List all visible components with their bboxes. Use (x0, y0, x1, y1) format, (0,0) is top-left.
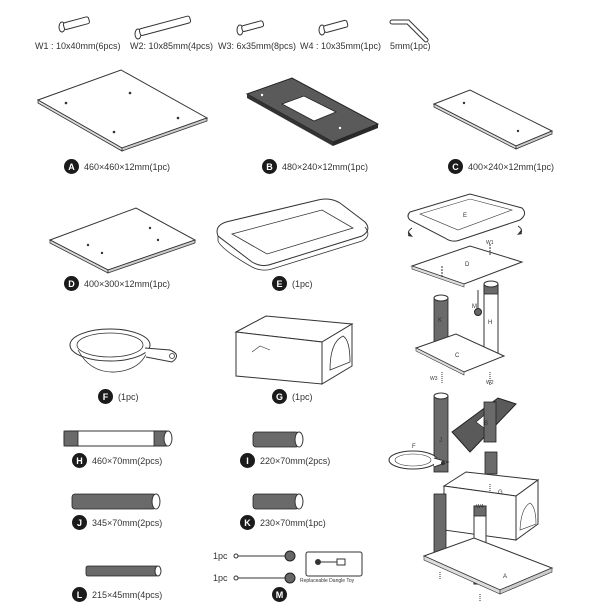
part-c-spec: 400×240×12mm(1pc) (468, 161, 555, 172)
part-g-label: G (1pc) (272, 389, 313, 404)
part-k-badge: K (240, 515, 255, 530)
hardware-wrench-label: 5mm(1pc) (390, 41, 431, 51)
part-d-label: D 400×300×12mm(1pc) (64, 276, 170, 291)
toy-qty-2: 1pc (213, 573, 228, 583)
panel-c-drawing (432, 89, 554, 150)
part-l-label: L 215×45mm(4pcs) (72, 587, 162, 602)
hardware-w1-label: W1 : 10x40mm(6pcs) (35, 41, 121, 51)
hardware-w4-label: W4 : 10x35mm(1pc) (300, 41, 382, 51)
toy-note: Replaceable Dangle Toy (300, 578, 355, 584)
pole-i-drawing (252, 431, 304, 448)
assembly-label-w1: W1 (486, 240, 494, 246)
part-h-label: H 460×70mm(2pcs) (72, 453, 162, 468)
assembly-label-e: E (463, 213, 467, 219)
dangle-toy-m-drawing (233, 550, 363, 584)
bolt-w3-icon (236, 20, 265, 36)
part-h-badge: H (72, 453, 87, 468)
assembly-label-j: J (439, 438, 442, 444)
assembly-label-w4: W4 (476, 504, 484, 510)
part-k-label: K 230×70mm(1pc) (240, 515, 326, 530)
part-i-badge: I (240, 453, 255, 468)
bolt-w1-icon (58, 16, 90, 33)
part-k-spec: 230×70mm(1pc) (260, 517, 326, 528)
part-f-badge: F (98, 389, 113, 404)
allen-wrench-icon (389, 19, 429, 43)
assembly-label-m: M (472, 304, 477, 310)
part-j-spec: 345×70mm(2pcs) (92, 517, 163, 528)
assembly-label-c: C (455, 353, 460, 359)
pole-h-drawing (63, 430, 173, 447)
part-g-spec: (1pc) (292, 391, 313, 402)
part-j-badge: J (72, 515, 87, 530)
part-f-spec: (1pc) (118, 391, 139, 402)
bolt-w4-icon (318, 19, 349, 36)
assembly-diagram (388, 193, 554, 602)
assembly-label-w3: W3 (430, 376, 438, 382)
part-h-spec: 460×70mm(2pcs) (92, 455, 163, 466)
assembly-label-d: D (465, 262, 470, 268)
pole-j-drawing (71, 493, 161, 510)
assembly-label-g: G (498, 490, 503, 496)
bolt-w2-icon (134, 15, 192, 40)
part-d-spec: 400×300×12mm(1pc) (84, 278, 171, 289)
hardware-w3-label: W3: 6x35mm(8pcs) (218, 41, 297, 51)
part-b-spec: 480×240×12mm(1pc) (282, 161, 369, 172)
part-c-badge: C (448, 159, 463, 174)
bed-e-drawing (216, 198, 369, 271)
part-b-label: B 480×240×12mm(1pc) (262, 159, 368, 174)
pole-l-drawing (85, 565, 162, 577)
assembly-label-f: F (412, 444, 416, 450)
part-d-badge: D (64, 276, 79, 291)
condo-g-drawing (234, 315, 354, 385)
part-l-spec: 215×45mm(4pcs) (92, 589, 163, 600)
pole-k-drawing (252, 493, 304, 510)
part-a-badge: A (64, 159, 79, 174)
part-c-label: C 400×240×12mm(1pc) (448, 159, 554, 174)
panel-b-drawing (245, 77, 380, 146)
part-a-label: A 460×460×12mm(1pc) (64, 159, 170, 174)
part-i-spec: 220×70mm(2pcs) (260, 455, 331, 466)
assembly-label-a: A (503, 574, 507, 580)
panel-d-drawing (48, 207, 197, 274)
toy-qty-1: 1pc (213, 551, 228, 561)
panel-a-drawing (36, 69, 209, 152)
basket-f-drawing (69, 328, 177, 373)
assembly-label-h: H (488, 320, 492, 326)
part-l-badge: L (72, 587, 87, 602)
part-j-label: J 345×70mm(2pcs) (72, 515, 162, 530)
part-f-label: F (1pc) (98, 389, 139, 404)
assembly-label-w2: W2 (486, 380, 494, 386)
part-i-label: I 220×70mm(2pcs) (240, 453, 330, 468)
part-e-spec: (1pc) (292, 278, 313, 289)
part-m-label: M (272, 587, 287, 602)
hardware-w2-label: W2: 10x85mm(4pcs) (130, 41, 214, 51)
part-b-badge: B (262, 159, 277, 174)
part-e-badge: E (272, 276, 287, 291)
part-m-badge: M (272, 587, 287, 602)
assembly-label-k: K (438, 318, 442, 324)
part-a-spec: 460×460×12mm(1pc) (84, 161, 171, 172)
assembly-label-b: B (484, 421, 488, 427)
part-g-badge: G (272, 389, 287, 404)
part-e-label: E (1pc) (272, 276, 313, 291)
